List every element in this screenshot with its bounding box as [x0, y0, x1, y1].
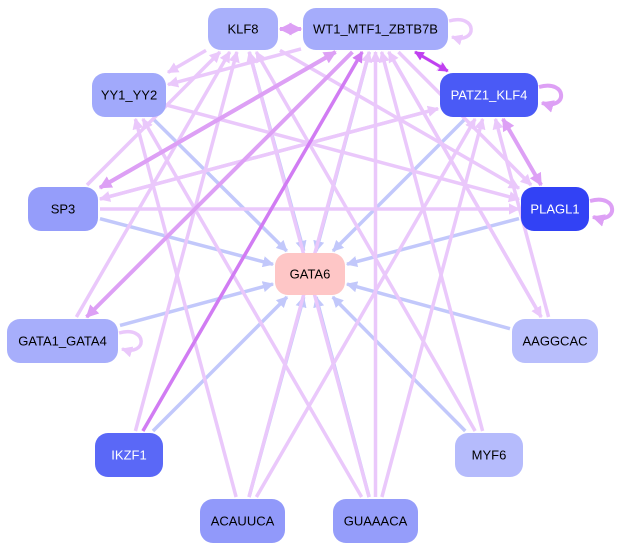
edge-klf8-to-yy1: [167, 48, 207, 74]
node-label: ACAUUCA: [211, 513, 275, 528]
edge-patz1-to-plagl1: [501, 117, 543, 187]
node-myf6[interactable]: MYF6: [455, 433, 523, 477]
edges-layer: [74, 17, 615, 498]
edge-wt1-to-sp3: [98, 50, 337, 190]
node-box[interactable]: [7, 319, 118, 363]
edge-patz1-to-sp3: [98, 106, 439, 202]
node-box[interactable]: [92, 73, 166, 117]
edge-ikzf1-to-gata6: [151, 295, 289, 433]
node-label: GUAAACA: [344, 513, 408, 528]
node-sp3[interactable]: SP3: [28, 187, 98, 231]
self-loop-plagl1: [589, 197, 615, 227]
node-label: KLF8: [227, 21, 258, 36]
node-patz1[interactable]: PATZ1_KLF4: [440, 73, 538, 117]
node-box[interactable]: [521, 187, 589, 231]
edge-gata1-to-gata6: [119, 281, 275, 328]
node-klf8[interactable]: KLF8: [208, 8, 278, 50]
node-label: WT1_MTF1_ZBTB7B: [313, 21, 438, 36]
node-box[interactable]: [333, 499, 418, 543]
self-loop-wt1: [448, 17, 473, 46]
node-box[interactable]: [512, 319, 598, 363]
node-label: IKZF1: [111, 447, 146, 462]
edge-guaaaca-to-yy1: [141, 118, 364, 498]
node-label: GATA1_GATA4: [18, 333, 107, 348]
node-label: PLAGL1: [530, 201, 579, 216]
edge-myf6-to-gata6: [331, 295, 467, 433]
node-label: YY1_YY2: [101, 87, 157, 102]
node-box[interactable]: [200, 499, 285, 543]
node-wt1[interactable]: WT1_MTF1_ZBTB7B: [303, 8, 448, 50]
node-box[interactable]: [275, 253, 345, 295]
node-box[interactable]: [28, 187, 98, 231]
edge-patz1-to-wt1: [414, 50, 449, 73]
node-label: PATZ1_KLF4: [451, 87, 528, 102]
edge-sp3-to-klf8: [85, 50, 222, 187]
edge-yy1-to-plagl1: [167, 103, 521, 203]
edge-wt1-to-aaggcac: [387, 51, 543, 318]
node-aaggcac[interactable]: AAGGCAC: [512, 319, 598, 363]
node-gata1[interactable]: GATA1_GATA4: [7, 319, 118, 363]
edge-ikzf1-to-wt1: [141, 51, 364, 432]
edge-wt1-to-gata1: [85, 50, 354, 319]
node-box[interactable]: [95, 433, 163, 477]
edge-acauuca-to-yy1: [132, 117, 238, 498]
node-box[interactable]: [208, 8, 278, 50]
node-gata6[interactable]: GATA6: [275, 253, 345, 295]
node-label: SP3: [51, 201, 76, 216]
node-plagl1[interactable]: PLAGL1: [521, 187, 589, 231]
node-box[interactable]: [440, 73, 538, 117]
self-loop-gata1: [118, 329, 143, 358]
node-label: GATA6: [290, 266, 331, 281]
self-loop-patz1: [538, 83, 564, 113]
node-acauuca[interactable]: ACAUUCA: [200, 499, 285, 543]
node-label: AAGGCAC: [522, 333, 587, 348]
node-guaaaca[interactable]: GUAAACA: [333, 499, 418, 543]
edge-acauuca-to-patz1: [254, 118, 477, 498]
node-yy1[interactable]: YY1_YY2: [92, 73, 166, 117]
node-box[interactable]: [303, 8, 448, 50]
node-ikzf1[interactable]: IKZF1: [95, 433, 163, 477]
edge-ikzf1-to-klf8: [133, 50, 240, 432]
edge-myf6-to-wt1: [378, 50, 485, 432]
edge-guaaaca-to-patz1: [380, 117, 486, 498]
node-label: MYF6: [472, 447, 507, 462]
node-box[interactable]: [455, 433, 523, 477]
edge-myf6-to-klf8: [254, 51, 477, 432]
edge-patz1-to-gata6: [331, 117, 467, 253]
